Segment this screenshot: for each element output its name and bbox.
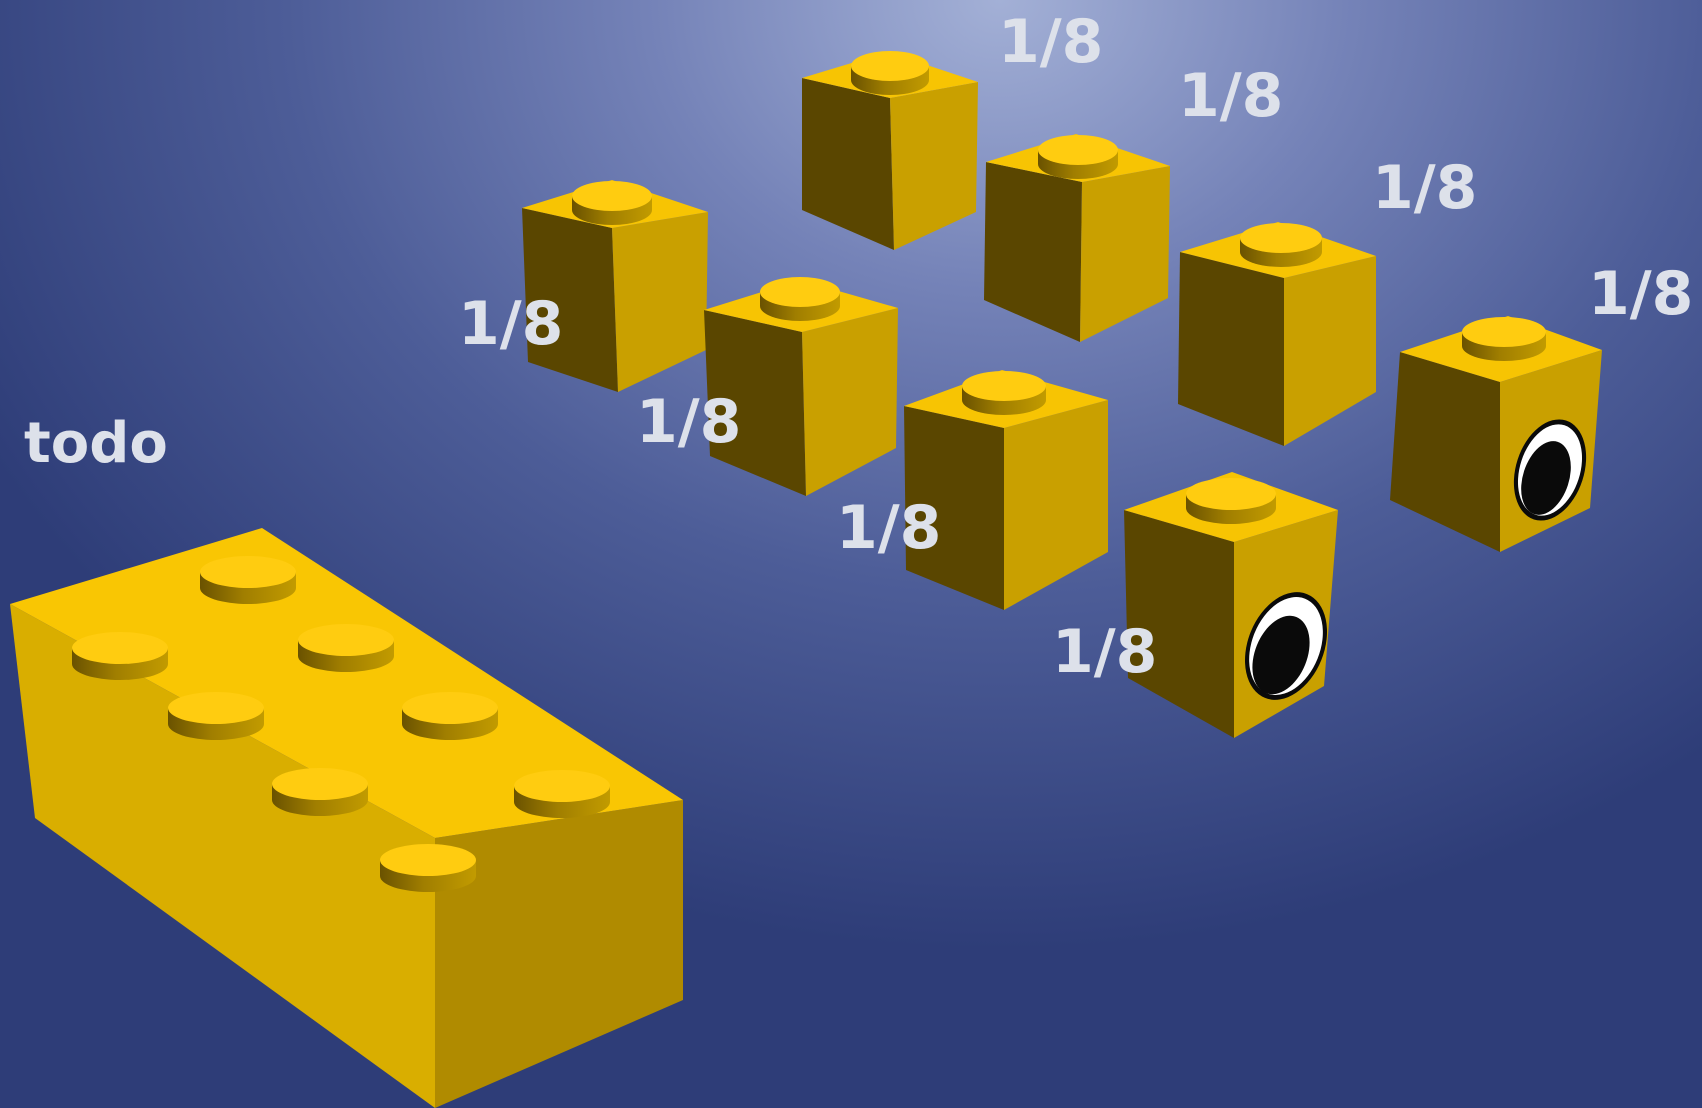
- brick-right-face: [435, 800, 683, 1108]
- todo-label: todo: [24, 416, 168, 472]
- lego-brick-1x1-eye-front: [1124, 472, 1342, 738]
- stud: [380, 844, 476, 892]
- stud: [298, 624, 394, 672]
- stud: [402, 692, 498, 740]
- fraction-label: 1/8: [1372, 158, 1477, 218]
- fraction-label: 1/8: [836, 498, 941, 558]
- fraction-label: 1/8: [998, 12, 1103, 72]
- fraction-label: 1/8: [1178, 66, 1283, 126]
- fraction-label: 1/8: [458, 294, 563, 354]
- fraction-label: 1/8: [1052, 622, 1157, 682]
- lego-brick-1x1-eye-right: [1390, 316, 1602, 552]
- lego-brick-2x4: [10, 528, 683, 1108]
- stud: [72, 632, 168, 680]
- lego-brick-1x1-e: [1178, 222, 1376, 446]
- lego-brick-1x1-f: [904, 370, 1108, 610]
- fraction-label: 1/8: [636, 392, 741, 452]
- stud: [200, 556, 296, 604]
- stud: [514, 770, 610, 818]
- fraction-label: 1/8: [1588, 264, 1693, 324]
- lego-brick-1x1-b: [802, 51, 978, 250]
- lego-brick-1x1-c: [984, 134, 1170, 342]
- stud: [272, 768, 368, 816]
- stud: [168, 692, 264, 740]
- lego-brick-1x1-a: [522, 180, 708, 392]
